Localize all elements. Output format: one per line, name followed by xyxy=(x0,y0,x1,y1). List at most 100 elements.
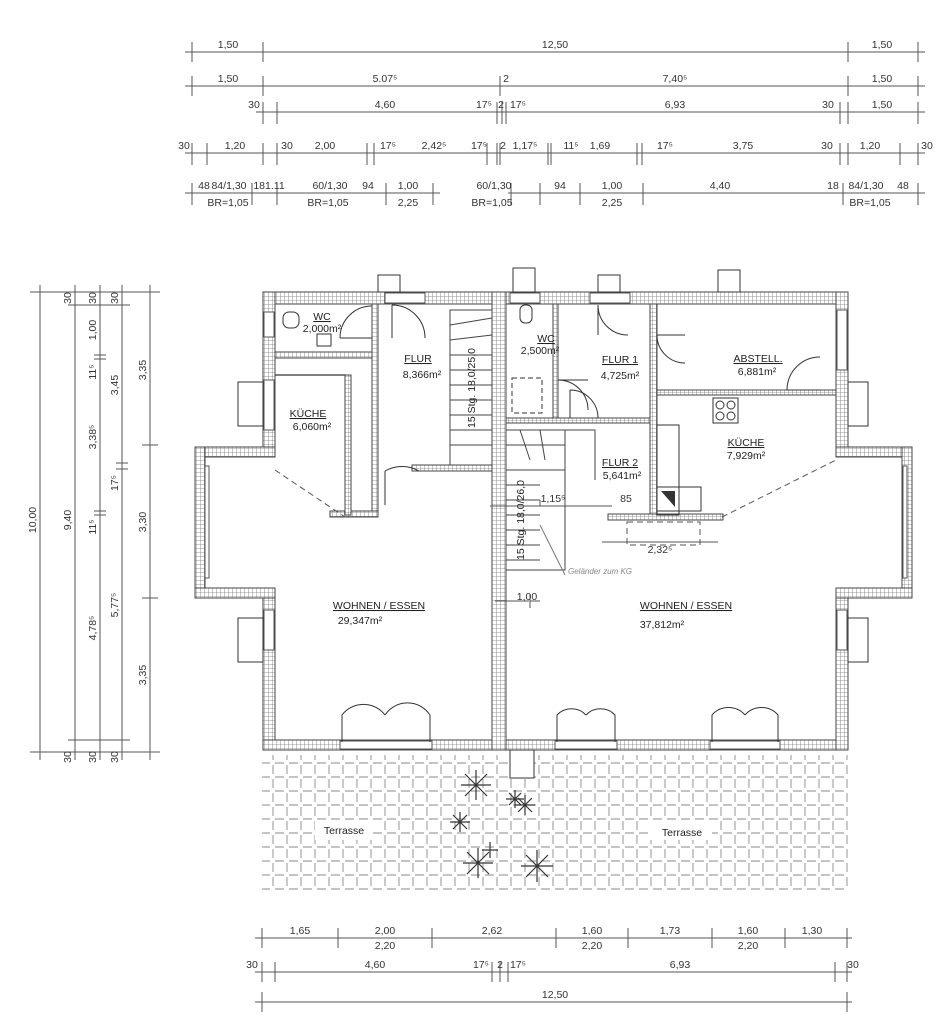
room-name: WC xyxy=(313,311,331,323)
dim-label: 17⁵ xyxy=(510,959,526,971)
dim-label: 3,45 xyxy=(109,375,121,396)
dim-label: 18 xyxy=(827,180,839,192)
dim-label: 1,60 xyxy=(738,925,759,937)
dim-label: 30 xyxy=(246,959,258,971)
dim-label: 17⁵ xyxy=(476,99,492,111)
dim-label: 1,00 xyxy=(87,320,99,341)
dim-label: 30 xyxy=(62,751,74,763)
dim-label: 12,50 xyxy=(542,989,568,1001)
dim-label: 9,40 xyxy=(62,510,74,531)
dim-label: 17⁵ xyxy=(380,140,396,152)
room-area: 4,725m² xyxy=(601,370,640,382)
terrace-label-right: Terrasse xyxy=(662,827,702,839)
dim-label: 1,17⁵ xyxy=(513,140,538,152)
railing-note: Geländer zum KG xyxy=(568,567,632,576)
dim-label: 3,35 xyxy=(137,360,149,381)
dim-label: 4,60 xyxy=(365,959,386,971)
dim-label: BR=1,05 xyxy=(471,197,512,209)
dim-label: 30 xyxy=(281,140,293,152)
dim-label: 1,50 xyxy=(872,73,893,85)
dim-label: 10,00 xyxy=(27,507,39,533)
stair-label: 15 Stg. 18,0/25,0 xyxy=(466,348,478,428)
dim-label: 2,00 xyxy=(375,925,396,937)
dim-label: 30 xyxy=(821,140,833,152)
room-name: WC xyxy=(537,333,555,345)
dim-label: 11⁵ xyxy=(563,140,578,152)
dim-label: 94 xyxy=(362,180,374,192)
room-area: 29,347m² xyxy=(338,615,383,627)
dim-label: 17⁵ xyxy=(471,140,487,152)
dim-label: 181.11 xyxy=(253,180,284,192)
dim-label: 30 xyxy=(178,140,190,152)
dim-label: 5.07⁵ xyxy=(373,73,398,85)
dim-label: 17⁵ xyxy=(473,959,489,971)
dim-label: BR=1,05 xyxy=(207,197,248,209)
room-area: 37,812m² xyxy=(640,619,685,631)
terrace: Terrasse Terrasse xyxy=(262,755,848,890)
dim-label: 3,38⁵ xyxy=(87,425,99,450)
dim-label: 1,50 xyxy=(218,39,239,51)
terrace-label-left: Terrasse xyxy=(324,825,364,837)
dim-label: 30 xyxy=(921,140,933,152)
dim-label: 1,65 xyxy=(290,925,311,937)
dim-label: 84/1,30 xyxy=(211,180,246,192)
dim-label: 60/1,30 xyxy=(312,180,347,192)
room-name: FLUR 2 xyxy=(602,457,638,469)
dim-label: 30 xyxy=(248,99,260,111)
dim-label: 6,93 xyxy=(670,959,691,971)
dim-label: 30 xyxy=(822,99,834,111)
dim-label: 1,50 xyxy=(872,39,893,51)
dim-label: 12,50 xyxy=(542,39,568,51)
dim-label: 1,15⁵ xyxy=(541,493,566,505)
dim-label: 48 xyxy=(198,180,210,192)
room-area: 7,929m² xyxy=(727,450,766,462)
dim-label: 85 xyxy=(620,493,632,505)
room-name: KÜCHE xyxy=(728,437,765,449)
dim-label: 6,93 xyxy=(665,99,686,111)
dim-label: 1,20 xyxy=(225,140,246,152)
dim-label: 2,42⁵ xyxy=(422,140,447,152)
dim-label: 2,32⁵ xyxy=(648,544,673,556)
dim-label: 7,40⁵ xyxy=(663,73,688,85)
room-name: WOHNEN / ESSEN xyxy=(333,600,425,612)
dim-label: 30 xyxy=(109,292,121,304)
dim-label: 1,30 xyxy=(802,925,823,937)
dim-label: 2 xyxy=(500,140,506,152)
dim-label: 2,25 xyxy=(602,197,623,209)
dim-label: 17⁵ xyxy=(510,99,526,111)
dim-label: 2,20 xyxy=(375,940,396,952)
room-name: FLUR xyxy=(404,353,432,365)
dim-label: 2,25 xyxy=(398,197,419,209)
dim-row-5: 48 84/1,30 BR=1,05 181.11 60/1,30 BR=1,0… xyxy=(185,180,925,209)
dim-label: 60/1,30 xyxy=(476,180,511,192)
dim-row-4: 30 1,20 30 2,00 17⁵ 2,42⁵ 17⁵ 2 1,17⁵ 11… xyxy=(178,140,933,165)
dim-label: 1,00 xyxy=(517,591,538,603)
room-area: 2,500m² xyxy=(521,345,560,357)
stairs-right xyxy=(505,429,596,571)
stair-label: 15 Stg. 18,0/26,0 xyxy=(515,480,527,560)
dim-label: BR=1,05 xyxy=(849,197,890,209)
dim-label: 84/1,30 xyxy=(848,180,883,192)
dim-label: 2,20 xyxy=(582,940,603,952)
dim-row-2: 1,50 5.07⁵ 2 7,40⁵ 1,50 xyxy=(185,73,925,96)
dim-label: 4,40 xyxy=(710,180,731,192)
partitions xyxy=(274,303,837,742)
dim-label: 4,78⁵ xyxy=(87,616,99,641)
dim-label: 11⁵ xyxy=(87,519,99,534)
room-area: 2,000m² xyxy=(303,323,342,335)
dim-label: 30 xyxy=(62,292,74,304)
dim-label: 17⁵ xyxy=(657,140,673,152)
dim-label: 2,00 xyxy=(315,140,336,152)
room-labels: WC 2,000m² FLUR 8,366m² KÜCHE 6,060m² WO… xyxy=(290,311,783,631)
dim-label: 30 xyxy=(847,959,859,971)
dim-label: 3,75 xyxy=(733,140,754,152)
dim-label: 4,60 xyxy=(375,99,396,111)
room-area: 5,641m² xyxy=(603,470,642,482)
dim-row-1: 1,50 12,50 1,50 xyxy=(185,39,925,62)
dim-label: 2 xyxy=(497,959,503,971)
dim-label: 30 xyxy=(109,751,121,763)
room-name: WOHNEN / ESSEN xyxy=(640,600,732,612)
dim-label: 48 xyxy=(897,180,909,192)
dim-label: 94 xyxy=(554,180,566,192)
